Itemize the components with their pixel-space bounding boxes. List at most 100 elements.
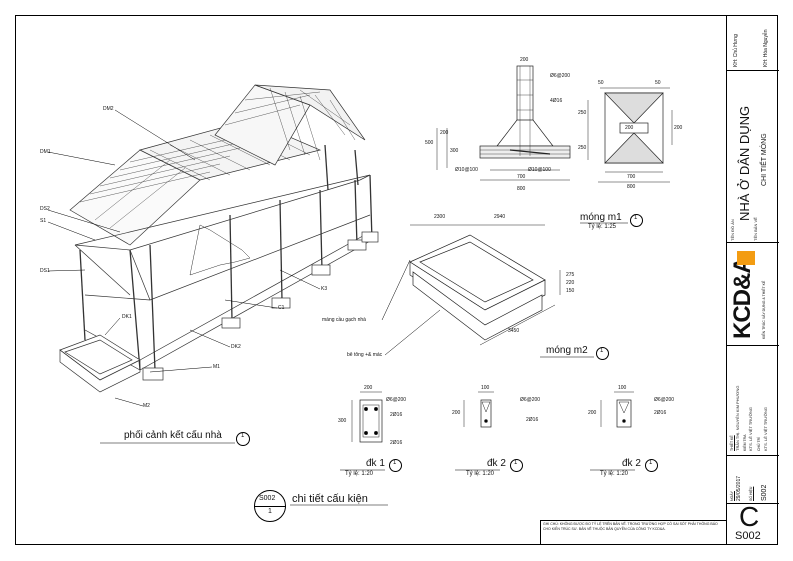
- tb-client-cell: KH: Chủ Hưng KH: Hòa Nguyễn: [727, 15, 779, 71]
- caption-dk1-scale: Tỷ lệ: 1:20: [345, 471, 374, 477]
- tb-big-letter: C: [739, 501, 760, 532]
- label-m2: M2: [143, 403, 150, 409]
- dim-m1-h3: 500: [425, 140, 434, 146]
- caption-mong-m2-circle: [596, 347, 609, 360]
- label-k3: K3: [321, 286, 328, 292]
- dim-m1-phi16: 4Ø16: [550, 98, 563, 104]
- caption-mong-m1: móng m1: [580, 212, 622, 223]
- dim-m1-phi: Ø6@200: [550, 73, 571, 79]
- dim-s-phi: Ø6@200: [386, 397, 407, 403]
- label-dm1: DM1: [40, 149, 51, 155]
- dim-m2-3450: 3450: [508, 328, 520, 334]
- tb-logo: KCD&A: [729, 257, 756, 339]
- tb-chu-tri-label: CHỦ TRÌ: [757, 436, 761, 451]
- leader-lines: [47, 109, 441, 407]
- tb-big-sheet: S002: [735, 530, 761, 542]
- dim-p-200: 200: [625, 125, 634, 131]
- label-s1: S1: [40, 218, 47, 224]
- dim-m1-h1: 200: [440, 130, 449, 136]
- caption-dk2b-circle: [645, 459, 658, 472]
- caption-dk2b: đk 2: [622, 458, 641, 469]
- caption-mong-m2: móng m2: [546, 345, 588, 356]
- label-dm2: DM2: [103, 106, 114, 112]
- tb-big-sheet-cell: C S002: [727, 501, 779, 545]
- dim-s-300: 300: [338, 418, 347, 424]
- dim-p-250b: 250: [578, 145, 587, 151]
- dim-s2-200: 200: [452, 410, 461, 416]
- caption-dk2a-num: 1: [514, 460, 518, 466]
- tb-project-name: NHÀ Ở DÂN DỤNG: [737, 105, 752, 221]
- mong-m1-section: [436, 65, 571, 181]
- caption-mong-m1-circle: [630, 214, 643, 227]
- dim-s2-100: 100: [481, 385, 490, 391]
- label-ds1: DS1: [40, 268, 50, 274]
- tb-date-label: NGÀY: [730, 491, 734, 501]
- label-mang-cau: máng cầu gạch nhà: [322, 317, 366, 323]
- beam-sections: [351, 391, 634, 443]
- dim-m1-w2: 800: [517, 186, 526, 192]
- caption-phoi-canh-circle: [236, 432, 250, 446]
- dim-s2-phi: Ø6@200: [520, 397, 541, 403]
- label-bat-tong: bê tông +& mác: [347, 352, 383, 358]
- structure-perspective: [59, 84, 379, 393]
- tb-drawing-name: CHI TIẾT MÓNG: [761, 133, 768, 186]
- tb-thiet-ke-name: TRẦN THỊ. NGUYỄN KIM PHƯƠNG: [735, 385, 740, 451]
- label-m1: M1: [213, 364, 220, 370]
- caption-dk1-circle: [389, 459, 402, 472]
- label-dk1: DK1: [122, 314, 132, 320]
- dim-p-700: 700: [627, 174, 636, 180]
- dim-p-200b: 200: [674, 125, 683, 131]
- dim-s3-phi: Ø6@200: [654, 397, 675, 403]
- dim-s3-100: 100: [618, 385, 627, 391]
- dim-s3-200: 200: [588, 410, 597, 416]
- label-dk2: DK2: [231, 344, 241, 350]
- caption-phoi-canh-num: 1: [241, 433, 245, 439]
- caption-dk2a-scale: Tỷ lệ: 1:20: [466, 471, 495, 477]
- dim-s-200: 200: [364, 385, 373, 391]
- footer-note: GHI CHÚ: KHÔNG ĐƯỢC ĐO TỶ LỆ TRÊN BẢN VẼ…: [543, 522, 718, 531]
- caption-dk2b-scale: Tỷ lệ: 1:20: [600, 471, 629, 477]
- caption-mong-m2-num: 1: [600, 348, 604, 354]
- dim-p-50b: 50: [655, 80, 661, 86]
- caption-phoi-canh: phối cảnh kết cấu nhà: [124, 430, 222, 441]
- mong-plan: [587, 87, 673, 183]
- footer-note-box: [540, 520, 726, 545]
- caption-dk1-num: 1: [393, 460, 397, 466]
- tb-sheet-label: SỐ HIỆU: [749, 486, 753, 501]
- caption-dk2a-circle: [510, 459, 523, 472]
- tb-logo-cell: KCD&A KIẾN TRÚC XÂY DỰNG & THIẾT KẾ: [727, 243, 779, 346]
- caption-dk1: đk 1: [366, 458, 385, 469]
- dim-m2-2940: 2940: [494, 214, 506, 220]
- tb-date-cell: NGÀY 29/05/2017 SỐ HIỆU S002: [727, 456, 779, 504]
- sheet-ref-divider: [254, 506, 286, 507]
- sheet-ref-number: 1: [268, 508, 272, 515]
- tb-client: KH: Chủ Hưng: [733, 34, 739, 67]
- caption-underlines: [100, 222, 635, 506]
- tb-project-label: TÊN ĐỒ ÁN: [730, 219, 735, 241]
- tb-thiet-ke-label: THIẾT KẾ: [730, 435, 734, 451]
- caption-dk2a: đk 2: [487, 458, 506, 469]
- dim-s-2phi: 2Ø16: [390, 412, 403, 418]
- dim-m2-150: 150: [566, 288, 575, 294]
- tb-logo-accent: [737, 251, 755, 265]
- title-block: KH: Chủ Hưng KH: Hòa Nguyễn TÊN ĐỒ ÁN NH…: [726, 15, 779, 545]
- dim-m1-h2: 300: [450, 148, 459, 154]
- tb-project-cell: TÊN ĐỒ ÁN NHÀ Ở DÂN DỤNG TÊN BẢN VẼ CHI …: [727, 71, 779, 243]
- dim-p-250a: 250: [578, 110, 587, 116]
- dim-m1-b2: Ø10@100: [528, 167, 551, 173]
- tb-people-cell: THIẾT KẾ TRẦN THỊ. NGUYỄN KIM PHƯƠNG KIỂ…: [727, 346, 779, 456]
- caption-mong-m1-scale: Tỷ lệ: 1:25: [588, 224, 617, 230]
- tb-chu-tri-name: KTS. LÊ VIỆT TRƯỜNG: [763, 406, 768, 451]
- caption-chi-tiet: chi tiết cấu kiện: [292, 493, 368, 505]
- drawing-sheet-border: [15, 15, 778, 545]
- dim-m1-w1: 700: [517, 174, 526, 180]
- caption-mong-m1-num: 1: [634, 215, 638, 221]
- tb-sheet-no: S002: [761, 484, 768, 501]
- tb-kiem-tra-label: KIỂM TRA: [743, 434, 747, 451]
- tb-logo-sub: KIẾN TRÚC XÂY DỰNG & THIẾT KẾ: [762, 280, 766, 339]
- dim-p-800: 800: [627, 184, 636, 190]
- dim-s2-2phi: 2Ø16: [526, 417, 539, 423]
- caption-dk2b-num: 1: [649, 460, 653, 466]
- dim-p-50a: 50: [598, 80, 604, 86]
